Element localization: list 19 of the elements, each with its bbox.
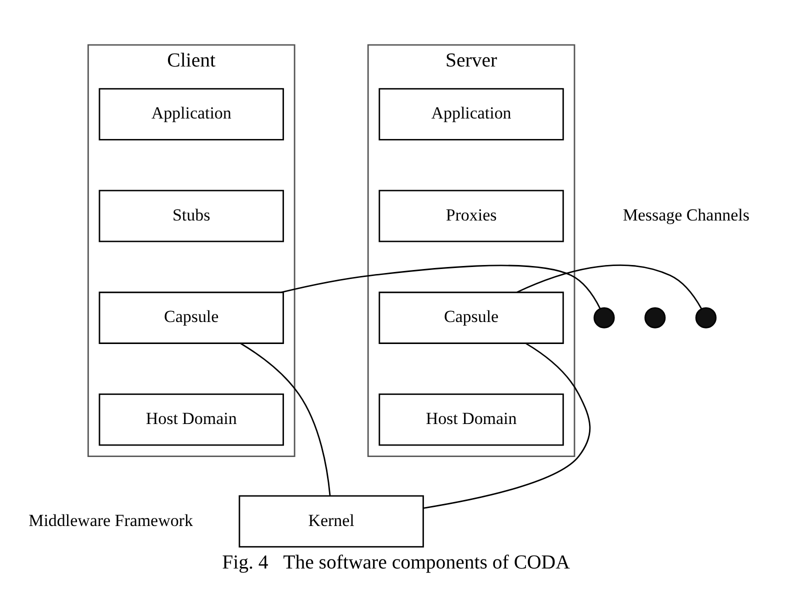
node-box: Application <box>378 88 564 140</box>
node-box: Kernel <box>238 494 424 548</box>
connector <box>423 342 591 508</box>
node-box: Application <box>98 88 284 140</box>
node-box: Capsule <box>378 291 564 344</box>
node-box: Stubs <box>98 189 284 242</box>
connector <box>281 264 601 308</box>
node-box: Host Domain <box>378 392 564 446</box>
label: Message Channels <box>622 204 750 224</box>
node-circle <box>644 306 666 328</box>
connector <box>240 342 331 496</box>
node-box: Capsule <box>98 291 284 344</box>
label: Middleware Framework <box>28 510 193 530</box>
node-circle <box>594 306 615 328</box>
node-box: Proxies <box>378 189 564 242</box>
connector <box>516 264 702 308</box>
node-circle <box>695 306 717 328</box>
caption: Fig. 4 The software components of CODA <box>222 550 570 573</box>
node-box: Host Domain <box>98 392 284 446</box>
